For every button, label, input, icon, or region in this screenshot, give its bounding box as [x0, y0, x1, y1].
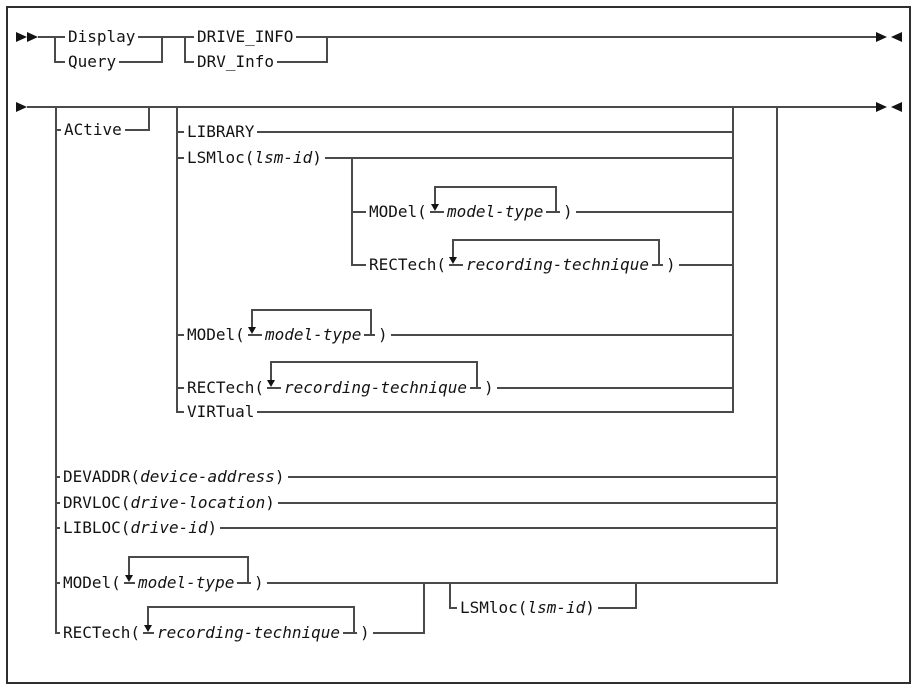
keyword-display: Display	[65, 28, 139, 46]
keyword-rectech-bottom: RECTech(	[60, 624, 144, 642]
variable-lsm-id: lsm-id	[527, 598, 586, 617]
loop-top-model-bottom	[128, 556, 249, 558]
keyword-lsmloc: LSMloc(lsm-id)	[184, 149, 325, 167]
keyword-libloc: LIBLOC(drive-id)	[60, 518, 221, 537]
variable-recording-technique-nested: recording-technique	[463, 256, 653, 274]
variable-model-type-bottom: model-type	[135, 574, 238, 592]
loop-left-leg-rectech-bottom	[147, 606, 149, 625]
loop-right-leg-model-filter	[370, 309, 372, 336]
fork-object-choice	[184, 36, 186, 63]
keyword-query: Query	[65, 53, 120, 71]
close-paren: )	[265, 493, 275, 512]
repeat-arrow-icon	[449, 257, 457, 264]
variable-device-address: device-address	[140, 467, 275, 486]
close-paren-rectech-filter: )	[481, 379, 497, 397]
join-object-choice	[326, 36, 328, 63]
rail-libloc-branch	[55, 527, 778, 529]
repeat-arrow-icon	[144, 625, 152, 632]
rail-lsmloc-branch	[176, 157, 734, 159]
loop-right-leg-rectech-bottom	[353, 606, 355, 634]
libloc-kw: LIBLOC(	[63, 518, 131, 537]
loop-top-rectech-filter	[270, 361, 478, 363]
drvloc-kw: DRVLOC(	[63, 493, 131, 512]
close-paren: )	[207, 518, 218, 537]
join-bottom-rectech	[423, 582, 425, 634]
end-arrow-icon	[876, 32, 887, 42]
keyword-drvloc: DRVLOC(drive-location)	[60, 494, 278, 512]
join-active	[148, 106, 150, 131]
close-paren-model-nested: )	[560, 203, 576, 221]
rail-bottom-model-branch	[55, 582, 778, 584]
end-arrow-icon	[891, 32, 902, 42]
loop-left-leg-model-bottom	[128, 556, 130, 575]
variable-drive-id: drive-id	[130, 518, 208, 537]
keyword-model-bottom: MODel(	[60, 574, 124, 592]
close-paren-rectech-bottom: )	[357, 624, 373, 642]
keyword-library: LIBRARY	[184, 123, 258, 141]
loop-right-leg-rectech-nested	[658, 239, 660, 266]
loop-left-leg-model-filter	[251, 309, 253, 327]
continue-arrow-icon	[16, 102, 27, 112]
lsmloc-kw: LSMloc(	[460, 598, 528, 617]
close-paren-rectech-nested: )	[663, 256, 679, 274]
keyword-active: ACtive	[61, 121, 125, 139]
close-paren-model-filter: )	[375, 326, 391, 344]
keyword-drive-info: DRIVE_INFO	[194, 28, 297, 46]
loop-top-model-filter	[251, 309, 372, 311]
loop-right-leg-rectech-filter	[476, 361, 478, 389]
rail-drvloc-branch	[55, 502, 778, 504]
loop-left-leg-rectech-nested	[452, 239, 454, 257]
start-arrow-icon	[27, 32, 38, 42]
fork-outer-options	[55, 106, 57, 634]
close-paren-model-bottom: )	[251, 574, 267, 592]
close-paren: )	[312, 148, 322, 167]
repeat-arrow-icon	[431, 204, 439, 211]
join-bottom-lsmloc	[635, 582, 637, 609]
rail-rule1-main	[38, 36, 878, 38]
loop-right-leg-model-nested	[555, 186, 557, 213]
variable-model-type-filter: model-type	[262, 326, 365, 344]
rail-library-branch	[176, 131, 734, 133]
figure-border	[6, 6, 911, 684]
end-arrow-icon	[891, 102, 902, 112]
join-verb-choice	[161, 36, 163, 63]
devaddr-kw: DEVADDR(	[63, 467, 141, 486]
keyword-lsmloc-bottom: LSMloc(lsm-id)	[457, 599, 598, 617]
keyword-model-nested: MODel(	[366, 203, 430, 221]
end-arrow-icon	[876, 102, 887, 112]
repeat-arrow-icon	[248, 327, 256, 334]
start-arrow-icon	[16, 32, 27, 42]
fork-bottom-lsmloc	[449, 582, 451, 609]
variable-model-type-nested: model-type	[444, 203, 547, 221]
loop-left-leg-model-nested	[434, 186, 436, 204]
loop-top-rectech-nested	[452, 239, 660, 241]
keyword-drv-info: DRV_Info	[194, 53, 278, 71]
rail-model-branch	[176, 334, 734, 336]
rail-virtual-branch	[176, 411, 734, 413]
repeat-arrow-icon	[125, 575, 133, 582]
keyword-model-filter: MODel(	[184, 326, 248, 344]
loop-left-leg-rectech-filter	[270, 361, 272, 380]
close-paren: )	[585, 598, 595, 617]
keyword-virtual: VIRTual	[184, 403, 258, 421]
join-filter-group	[732, 106, 734, 413]
lsmloc-kw: LSMloc(	[187, 148, 255, 167]
rail-devaddr-branch	[55, 476, 778, 478]
variable-recording-technique-bottom: recording-technique	[154, 624, 344, 642]
loop-right-leg-model-bottom	[247, 556, 249, 584]
keyword-rectech-filter: RECTech(	[184, 379, 268, 397]
rail-rule2-main	[27, 106, 878, 108]
loop-top-rectech-bottom	[147, 606, 355, 608]
loop-top-model-nested	[434, 186, 557, 188]
close-paren: )	[274, 467, 285, 486]
variable-lsm-id: lsm-id	[254, 148, 313, 167]
keyword-rectech-nested: RECTech(	[366, 256, 450, 274]
join-outer-options	[776, 106, 778, 584]
fork-filter-group	[176, 106, 178, 413]
variable-recording-technique-filter: recording-technique	[281, 379, 471, 397]
fork-verb-choice	[54, 36, 56, 63]
variable-drive-location: drive-location	[130, 493, 266, 512]
repeat-arrow-icon	[267, 380, 275, 387]
keyword-devaddr: DEVADDR(device-address)	[60, 468, 288, 486]
